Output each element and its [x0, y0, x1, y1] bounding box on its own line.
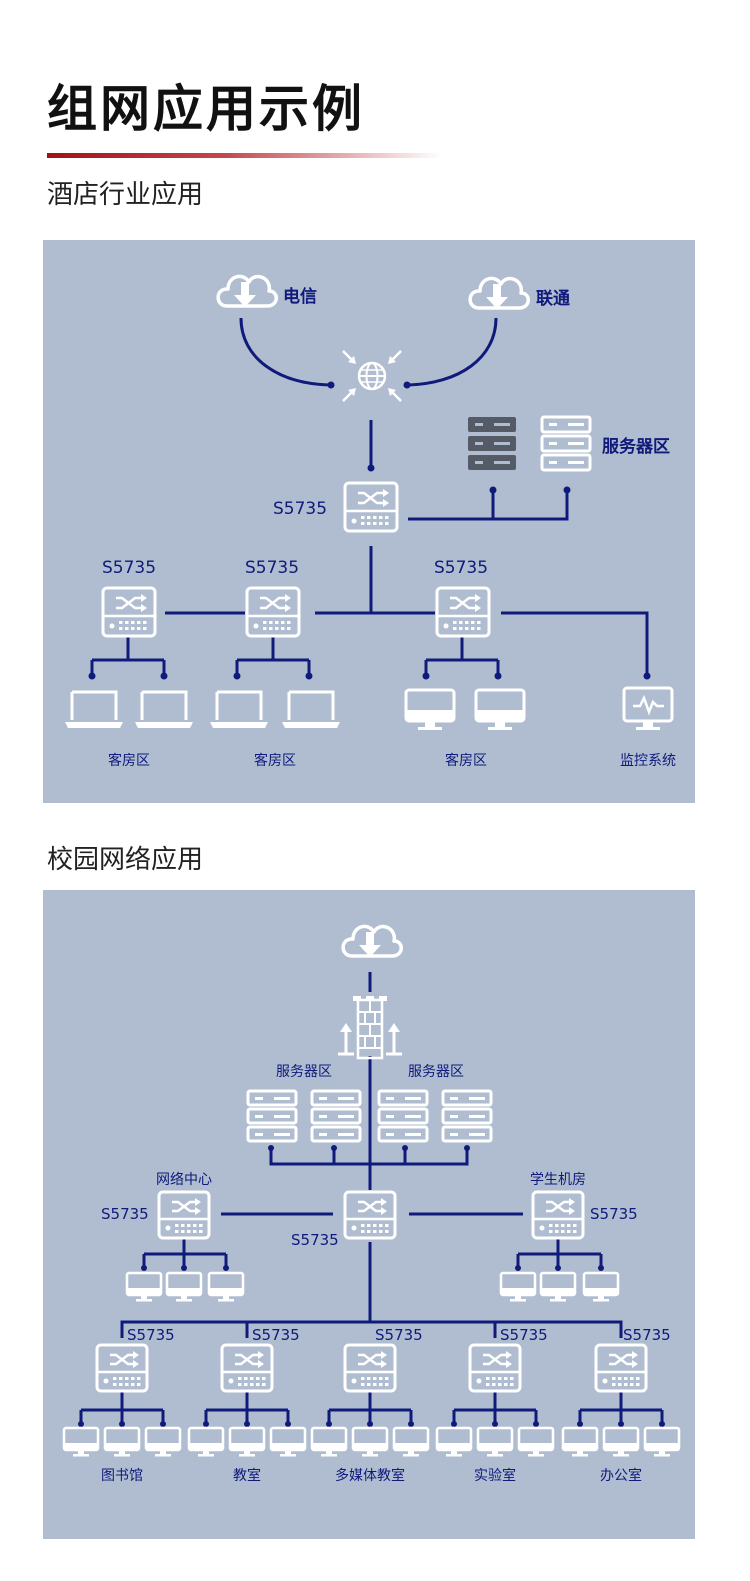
monitor-icon [207, 1271, 245, 1303]
campus-access-links [79, 1392, 664, 1424]
cloud-download-icon [468, 276, 531, 311]
laptop-icon [280, 690, 342, 730]
switch-icon [343, 1343, 397, 1393]
monitor-icon [582, 1271, 620, 1303]
monitor-icon [144, 1426, 182, 1458]
campus-links [120, 972, 623, 1338]
monitor-icon [517, 1426, 555, 1458]
server-icon [441, 1089, 493, 1143]
switch-icon [343, 1190, 397, 1240]
monitor-icon [539, 1271, 577, 1303]
monitor-icon [643, 1426, 681, 1458]
hotel-diagram: 电信 联通 服务器区 S5735 S5735 S5735 S5735 客房区 客… [43, 240, 695, 803]
laptop-icon [208, 690, 270, 730]
server-zone-label: 服务器区 [408, 1064, 464, 1080]
monitor-icon [187, 1426, 225, 1458]
access-switch-label: S5735 [500, 1326, 548, 1344]
monitor-system-label: 监控系统 [620, 753, 676, 769]
title-underline [47, 153, 442, 158]
cloud-download-icon [341, 924, 404, 959]
monitor-icon [392, 1426, 430, 1458]
server-zone-label: 服务器区 [276, 1064, 332, 1080]
hotel-links [90, 317, 649, 676]
area-label: 办公室 [600, 1467, 642, 1484]
isp-telecom-label: 电信 [283, 286, 317, 307]
network-center-label: 网络中心 [156, 1172, 212, 1188]
access-switch-label: S5735 [102, 558, 156, 578]
monitor-icon [561, 1426, 599, 1458]
access-switch-label: S5735 [245, 558, 299, 578]
area-label: 教室 [233, 1467, 261, 1484]
campus-section-title: 校园网络应用 [47, 845, 204, 875]
globe-icon [342, 350, 402, 402]
laptop-icon [63, 690, 125, 730]
page-title: 组网应用示例 [47, 80, 365, 138]
monitor-icon [62, 1426, 100, 1458]
laptop-icon [133, 690, 195, 730]
switch-icon [468, 1343, 522, 1393]
switch-label: S5735 [590, 1205, 638, 1223]
monitor-icon [269, 1426, 307, 1458]
switch-icon [95, 1343, 149, 1393]
campus-diagram: 服务器区 服务器区 网络中心 学生机房 S5735 S5735 S5735 S5… [43, 890, 695, 1539]
monitor-icon [602, 1426, 640, 1458]
monitor-icon [310, 1426, 348, 1458]
core-switch-label: S5735 [273, 499, 327, 519]
switch-icon [245, 586, 301, 638]
monitor-icon [103, 1426, 141, 1458]
server-icon [468, 417, 516, 470]
monitor-icon [435, 1426, 473, 1458]
room-area-label: 客房区 [445, 752, 487, 769]
switch-label: S5735 [101, 1205, 149, 1223]
cloud-download-icon [216, 274, 279, 309]
switch-icon [157, 1190, 211, 1240]
monitor-icon [474, 688, 526, 732]
core-switch-label: S5735 [291, 1231, 339, 1249]
monitor-icon [228, 1426, 266, 1458]
student-lab-label: 学生机房 [530, 1172, 586, 1188]
switch-icon [101, 586, 157, 638]
access-switch-label: S5735 [434, 558, 488, 578]
monitor-icon [351, 1426, 389, 1458]
switch-icon [435, 586, 491, 638]
monitor-icon [165, 1271, 203, 1303]
hotel-section-title: 酒店行业应用 [47, 180, 204, 210]
server-icon [310, 1089, 362, 1143]
switch-icon [531, 1190, 585, 1240]
server-zone-label: 服务器区 [602, 436, 670, 457]
monitor-icon [125, 1271, 163, 1303]
isp-unicom-label: 联通 [536, 289, 570, 309]
server-icon [377, 1089, 429, 1143]
monitoring-screen-icon [622, 686, 674, 732]
server-icon [540, 415, 592, 472]
room-area-label: 客房区 [108, 752, 150, 769]
firewall-icon [338, 996, 402, 1060]
hotel-link-dots [88, 381, 651, 680]
access-switch-label: S5735 [375, 1326, 423, 1344]
switch-icon [220, 1343, 274, 1393]
monitor-icon [404, 688, 456, 732]
room-area-label: 客房区 [254, 752, 296, 769]
area-label: 实验室 [474, 1467, 516, 1484]
area-label: 图书馆 [101, 1468, 143, 1484]
switch-icon [343, 481, 399, 533]
campus-link-dots [78, 1145, 665, 1427]
area-label: 多媒体教室 [335, 1467, 405, 1484]
server-icon [246, 1089, 298, 1143]
access-switch-label: S5735 [252, 1326, 300, 1344]
access-switch-label: S5735 [127, 1326, 175, 1344]
switch-icon [594, 1343, 648, 1393]
monitor-icon [499, 1271, 537, 1303]
access-switch-label: S5735 [623, 1326, 671, 1344]
monitor-icon [476, 1426, 514, 1458]
